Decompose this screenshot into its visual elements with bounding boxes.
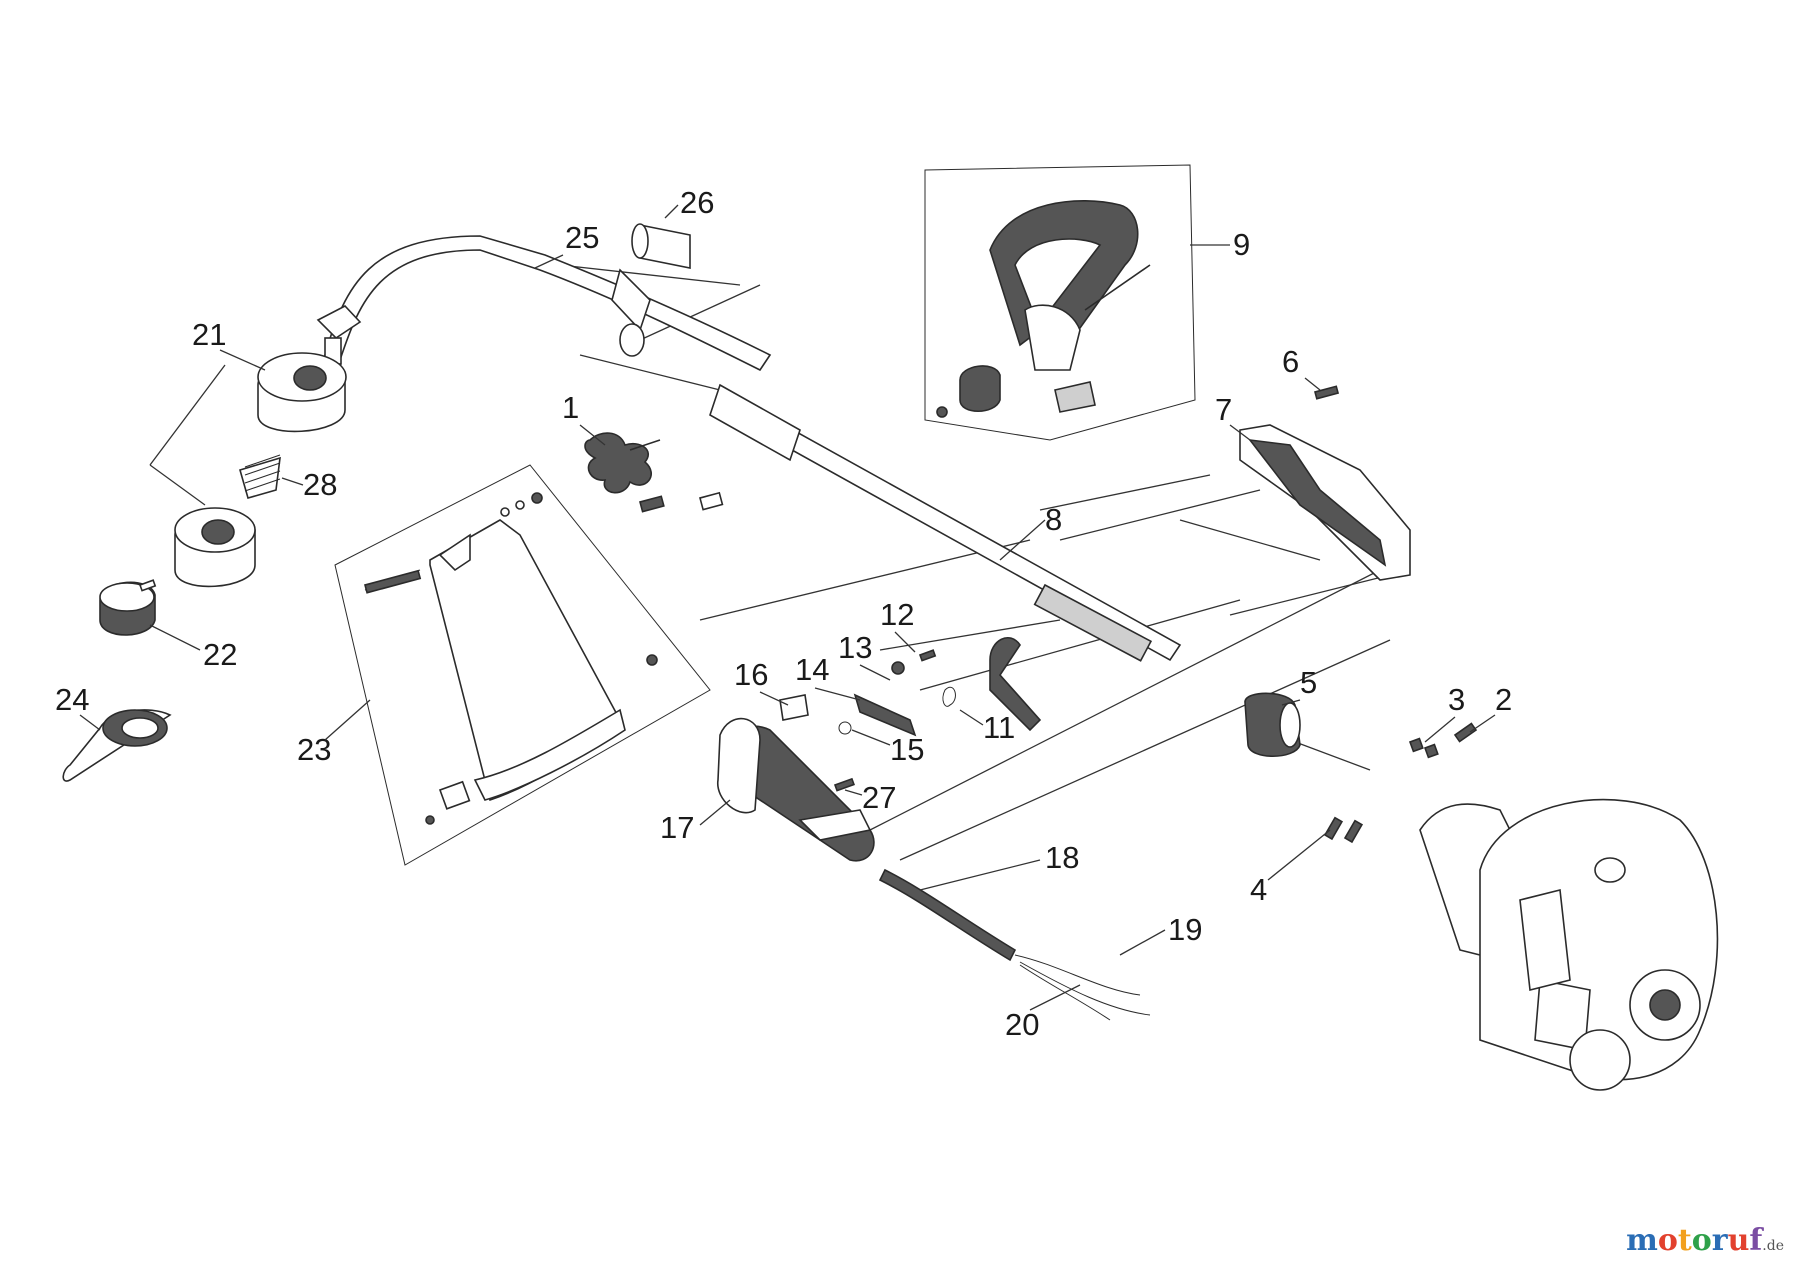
callout-18: 18 bbox=[1045, 840, 1079, 875]
curved-shaft bbox=[316, 235, 772, 372]
callout-12: 12 bbox=[880, 597, 914, 632]
sleeve-5 bbox=[1244, 692, 1301, 757]
engine bbox=[1419, 798, 1719, 1091]
callout-16: 16 bbox=[734, 657, 768, 692]
callout-leaders bbox=[79, 204, 1496, 1011]
sleeve-26 bbox=[631, 223, 691, 269]
spool-head bbox=[149, 352, 347, 588]
callout-28: 28 bbox=[303, 467, 337, 502]
bump-knob-22 bbox=[99, 579, 157, 636]
screws bbox=[1323, 722, 1478, 844]
front-grip-17 bbox=[717, 717, 875, 862]
callout-27: 27 bbox=[862, 780, 896, 815]
callout-3: 3 bbox=[1448, 682, 1465, 717]
callout-24: 24 bbox=[55, 682, 89, 717]
loop-handle-9 bbox=[924, 164, 1196, 441]
callout-2: 2 bbox=[1495, 682, 1512, 717]
callout-5: 5 bbox=[1300, 665, 1317, 700]
callout-7: 7 bbox=[1215, 392, 1232, 427]
callout-15: 15 bbox=[890, 732, 924, 767]
callout-19: 19 bbox=[1168, 912, 1202, 947]
callout-23: 23 bbox=[297, 732, 331, 767]
callout-17: 17 bbox=[660, 810, 694, 845]
callout-13: 13 bbox=[838, 630, 872, 665]
callout-26: 26 bbox=[680, 185, 714, 220]
guard-23 bbox=[334, 464, 711, 866]
callout-4: 4 bbox=[1250, 872, 1267, 907]
callout-1: 1 bbox=[562, 390, 579, 425]
callout-11: 11 bbox=[983, 710, 1015, 745]
callout-9: 9 bbox=[1233, 227, 1250, 262]
callout-22: 22 bbox=[203, 637, 237, 672]
callout-8: 8 bbox=[1045, 502, 1062, 537]
callout-21: 21 bbox=[192, 317, 226, 352]
callout-6: 6 bbox=[1282, 344, 1299, 379]
callout-14: 14 bbox=[795, 652, 829, 687]
callout-25: 25 bbox=[565, 220, 599, 255]
trigger-parts bbox=[779, 637, 1042, 792]
straight-shaft bbox=[709, 383, 1182, 662]
knob-1 bbox=[584, 432, 724, 513]
motoruf-logo: motoruf.de bbox=[1626, 1223, 1784, 1258]
cable bbox=[878, 868, 1151, 1021]
logo-suffix: .de bbox=[1762, 1238, 1784, 1254]
callout-numbers: 1 2 3 4 5 6 7 8 9 11 12 13 14 15 16 17 1… bbox=[55, 185, 1512, 1042]
leader-lines bbox=[559, 264, 1391, 861]
rear-handle-7 bbox=[1239, 385, 1411, 581]
callout-20: 20 bbox=[1005, 1007, 1039, 1042]
tool-24 bbox=[62, 709, 172, 782]
logo-text: motoruf bbox=[1626, 1223, 1763, 1258]
